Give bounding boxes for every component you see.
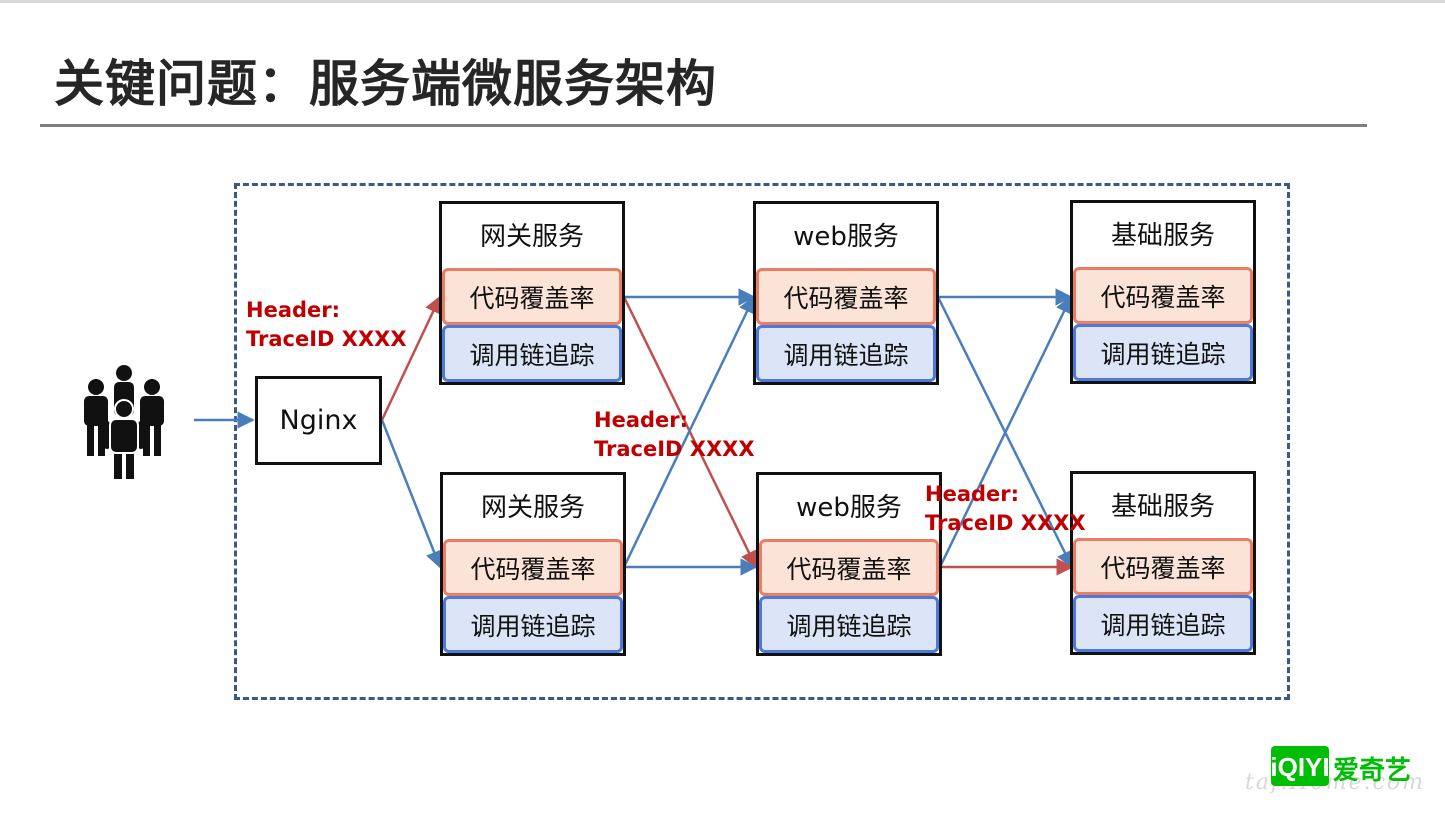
call-chain-tracing-module: 调用链追踪 xyxy=(1073,324,1253,381)
web-service-bottom: web服务 代码覆盖率 调用链追踪 xyxy=(756,472,942,656)
call-chain-tracing-module: 调用链追踪 xyxy=(443,596,623,653)
users-group-icon xyxy=(84,365,164,479)
nginx-label: Nginx xyxy=(279,405,358,436)
service-title: web服务 xyxy=(796,493,902,523)
base-service-bottom: 基础服务 代码覆盖率 调用链追踪 xyxy=(1070,471,1256,655)
service-title: 基础服务 xyxy=(1110,492,1215,522)
title-divider xyxy=(40,124,1367,127)
system-boundary xyxy=(234,183,1290,700)
arrow-nginx-to-gateway-bottom xyxy=(380,419,443,569)
iqiyi-mark-icon: iQIYI xyxy=(1270,746,1330,786)
nginx-node: Nginx xyxy=(255,376,382,465)
header-line-2: TraceID XXXX xyxy=(925,511,1086,535)
call-chain-tracing-module: 调用链追踪 xyxy=(1073,595,1253,652)
code-coverage-module: 代码覆盖率 xyxy=(1073,267,1253,324)
arrow-nginx-to-gateway-top xyxy=(380,295,442,421)
call-chain-tracing-module: 调用链追踪 xyxy=(759,596,939,653)
call-chain-tracing-module: 调用链追踪 xyxy=(756,325,936,382)
header-annotation-1: Header: TraceID XXXX xyxy=(246,296,407,354)
header-line-1: Header: xyxy=(246,298,341,322)
gateway-service-top: 网关服务 代码覆盖率 调用链追踪 xyxy=(439,201,625,385)
arrow-gateway-bottom-to-web-top xyxy=(622,295,756,568)
page-title: 关键问题：服务端微服务架构 xyxy=(54,55,717,113)
code-coverage-module: 代码覆盖率 xyxy=(756,268,936,325)
header-annotation-2: Header: TraceID XXXX xyxy=(594,406,755,464)
header-line-1: Header: xyxy=(925,482,1020,506)
header-annotation-3: Header: TraceID XXXX xyxy=(925,480,1086,538)
gateway-service-bottom: 网关服务 代码覆盖率 调用链追踪 xyxy=(440,472,626,656)
code-coverage-module: 代码覆盖率 xyxy=(1073,538,1253,595)
header-line-1: Header: xyxy=(594,408,689,432)
logo-mark-text: iQIYI xyxy=(1270,752,1329,782)
service-title: web服务 xyxy=(793,222,899,252)
service-title: 网关服务 xyxy=(480,493,585,523)
header-line-2: TraceID XXXX xyxy=(594,437,755,461)
iqiyi-logo: iQIYI 爱奇艺 xyxy=(1269,744,1413,788)
arrow-web-bottom-to-base-top xyxy=(938,295,1073,568)
code-coverage-module: 代码覆盖率 xyxy=(443,539,623,596)
base-service-top: 基础服务 代码覆盖率 调用链追踪 xyxy=(1070,200,1256,384)
code-coverage-module: 代码覆盖率 xyxy=(442,268,622,325)
service-title: 网关服务 xyxy=(479,222,584,252)
code-coverage-module: 代码覆盖率 xyxy=(759,539,939,596)
service-title: 基础服务 xyxy=(1110,221,1215,251)
web-service-top: web服务 代码覆盖率 调用链追踪 xyxy=(753,201,939,385)
header-line-2: TraceID XXXX xyxy=(246,327,407,351)
call-chain-tracing-module: 调用链追踪 xyxy=(442,325,622,382)
logo-text: 爱奇艺 xyxy=(1333,756,1412,786)
